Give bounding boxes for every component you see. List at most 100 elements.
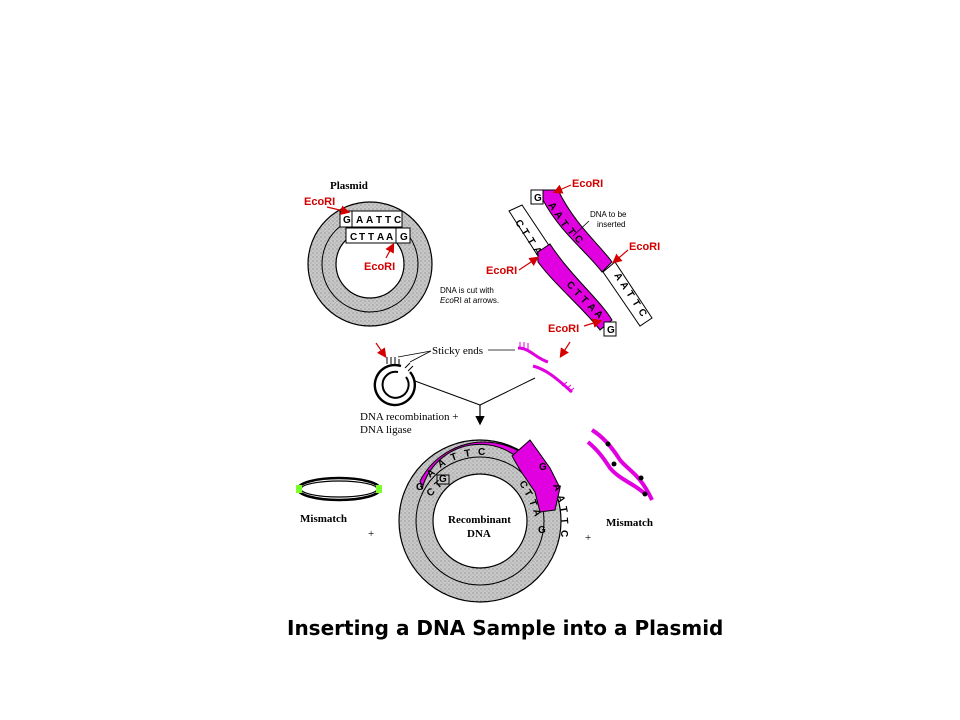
ecori-arrow [518, 256, 539, 271]
sticky-end-ticks [386, 357, 414, 372]
recombinant-label: Recombinant [448, 514, 511, 526]
recombinant-base: A [436, 457, 448, 470]
cut-arrow-right [559, 341, 571, 359]
mismatch-label: Mismatch [606, 517, 653, 529]
mismatch-insert-strand [586, 440, 647, 496]
plasmid-base: C [350, 232, 357, 243]
mismatch-plasmid-inner [300, 480, 378, 498]
plasmid-group: Plasmid G A A T T C C T T A A G EcoRI E [304, 180, 499, 327]
cut-plasmid-outer [373, 363, 417, 407]
mismatch-dot [605, 441, 611, 447]
insert-sticky-ticks [519, 342, 575, 393]
middle-stage: Sticky ends DNA recombination + DNA liga… [360, 341, 575, 436]
recombination-label: DNA ligase [360, 424, 412, 436]
plasmid-sequence-top: G A A T T C [339, 210, 403, 228]
recombinant-base: G [416, 482, 424, 493]
recombinant-inner-hole [432, 473, 528, 569]
cut-insert-bottom [532, 364, 573, 394]
flank-base: T [623, 289, 636, 300]
insert-note: inserted [597, 220, 625, 229]
flank-base: T [524, 236, 537, 247]
recombinant-base: G [539, 462, 547, 473]
ecori-arrow [552, 184, 572, 194]
insert-base: T [558, 218, 571, 229]
ecori-arrow [612, 249, 629, 264]
plasmid-sequence-bottom: C T T A A G [345, 227, 411, 244]
recombinant-group: A A T T C G G G C T C T T A A A T T C G … [398, 439, 570, 603]
ecori-label: EcoRI [364, 261, 395, 273]
plasmid-base: A [366, 215, 373, 226]
flank-base: T [629, 298, 642, 309]
ecori-arrow [385, 242, 395, 259]
mismatch-dot [611, 461, 617, 467]
mismatch-right: Mismatch + [585, 428, 654, 544]
mismatch-left: Mismatch + [296, 476, 382, 540]
mismatch-dot [638, 475, 644, 481]
plasmid-base: T [385, 215, 391, 226]
single-g-box [603, 321, 617, 337]
plasmid-base: A [377, 232, 384, 243]
recombinant-base: T [558, 517, 569, 524]
ecori-label: EcoRI [572, 178, 603, 190]
mismatch-green-mark [296, 485, 302, 493]
dna-cut-note-line2: EcoRI at arrows. [440, 296, 499, 305]
ecori-label: EcoRI [486, 265, 517, 277]
plasmid-base: T [359, 232, 365, 243]
recombinant-base: G [439, 474, 447, 485]
join-line-right [479, 377, 536, 406]
cut-arrow-left [375, 342, 387, 358]
plasmid-base: G [343, 215, 351, 226]
insert-dna-group: G C T T A A A A T T C C T T A A G A A T … [486, 178, 660, 337]
cut-insert-top [517, 346, 549, 364]
plasmid-base: G [400, 232, 408, 243]
ecori-arrow [326, 205, 351, 216]
diagram-caption: Inserting a DNA Sample into a Plasmid [287, 616, 723, 640]
recombinant-base: C [516, 479, 529, 491]
recombinant-base: C [558, 530, 569, 537]
cut-plasmid-inner [381, 370, 410, 399]
recombinant-base: A [554, 494, 566, 504]
recombinant-base: A [530, 508, 542, 518]
recombinant-base: T [433, 479, 445, 491]
flank-base: C [635, 307, 648, 319]
mismatch-dot [642, 491, 648, 497]
insert-pointer [572, 220, 590, 237]
plasmid-base: T [368, 232, 374, 243]
single-g: G [607, 325, 615, 336]
flank-base: T [518, 227, 531, 238]
recombinant-mid-line [415, 456, 545, 586]
sticky-pointer-left [397, 350, 432, 358]
plasmid-base: T [376, 215, 382, 226]
mismatch-green-mark [376, 485, 382, 493]
recombinant-base: T [557, 506, 569, 514]
mismatch-insert-strand [590, 428, 654, 501]
sticky-pointer-left2 [409, 350, 432, 363]
recombinant-base: T [521, 488, 534, 499]
plus-sign: + [585, 532, 591, 544]
flank-base: C [512, 218, 525, 230]
recombinant-label: DNA [467, 528, 491, 540]
recombinant-g-box [436, 474, 450, 485]
recombinant-base: T [526, 498, 538, 508]
recombinant-base: G [538, 525, 546, 536]
flank-base: A [530, 245, 543, 257]
ecori-label: EcoRI [548, 323, 579, 335]
dna-cut-note: DNA is cut with [440, 286, 494, 295]
plus-sign: + [368, 528, 374, 540]
plasmid-base: A [356, 215, 363, 226]
single-g: G [534, 193, 542, 204]
insert-strand-top [542, 189, 613, 273]
recombinant-base: T [449, 451, 459, 463]
recombinant-base: T [464, 448, 472, 460]
flank-base: A [611, 271, 624, 283]
recombinant-base: C [478, 447, 485, 458]
right-flank-strand [602, 261, 653, 327]
mismatch-label: Mismatch [300, 513, 347, 525]
ecori-arrow [583, 318, 603, 328]
ecori-label: EcoRI [629, 241, 660, 253]
plasmid-title: Plasmid [330, 180, 368, 192]
plasmid-base: C [394, 215, 401, 226]
flank-base: A [617, 280, 630, 292]
recombination-label: DNA recombination + [360, 411, 458, 423]
